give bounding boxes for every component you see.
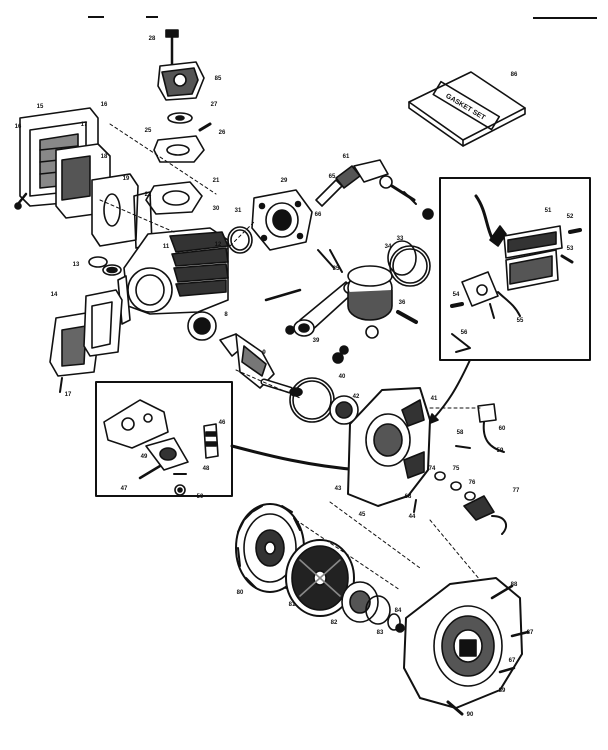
callout-reed: 22 [145,192,152,198]
starter-cup [285,539,355,617]
carburetor-assembly [145,29,212,215]
callout-inset-d: 49 [141,454,148,460]
callout-spacer: 25 [145,128,152,134]
callout-bolt-a: 30 [213,206,220,212]
callout-cap: 67 [509,658,516,664]
callout-piston-ring: 33 [397,236,404,242]
callout-left-screw: 16 [15,124,22,130]
callout-inset-e: 50 [197,494,204,500]
callout-plate-b: 18 [101,154,108,160]
corner-rule-center [146,16,158,18]
callout-gasket-case: 40 [339,374,346,380]
callout-housing-screw: 87 [527,630,534,636]
callout-gasket-small: 19 [123,176,130,182]
crankshaft [187,311,303,397]
callout-bearing: 39 [313,338,320,344]
small-rings-left [88,256,122,276]
switch-parts [434,403,508,535]
callout-wire: 60 [499,426,506,432]
gasket-set-booklet: GASKET SET [408,71,526,147]
callout-reed-gasket: 21 [213,178,220,184]
callout-cyl-left: 13 [73,262,80,268]
callout-housing-b: 90 [467,712,474,718]
callout-cap2: 68 [405,494,412,500]
cylinder [117,226,253,325]
callout-gasket-set: 86 [511,72,518,78]
callout-ign-a: 51 [545,208,552,214]
callout-housing-bolt: 89 [499,688,506,694]
starter-housing [403,577,530,716]
callout-case-right: 41 [431,396,438,402]
left-plates [49,289,123,393]
leader-lower [230,444,362,472]
callout-washer-c: 76 [469,480,476,486]
callout-screw-top: 28 [149,36,156,42]
leader-ignition [433,359,471,419]
callout-spacer-screw: 26 [219,130,226,136]
rod-piston [264,240,431,364]
callout-pulley: 82 [331,620,338,626]
callout-switch: 58 [457,430,464,436]
callout-spring-clip: 77 [513,488,520,494]
callout-cyl: 11 [163,244,170,250]
callout-oring-a: 31 [235,208,242,214]
callout-washer-b: 75 [453,466,460,472]
callout-spark-wire: 66 [315,212,322,218]
callout-inset-a: 46 [219,420,226,426]
pulley [341,581,405,633]
callout-ign-d: 54 [453,292,460,298]
crankcase-flange [251,189,313,251]
corner-rule-right [533,17,597,19]
callout-flange: 29 [281,178,288,184]
corner-rule-left [88,16,104,18]
callout-starter-cup: 81 [289,602,296,608]
callout-piston: 34 [385,244,392,250]
callout-numbers: 28 85 27 25 26 21 22 15 16 17 18 16 19 11 12 13 29 31 30 61… [15,36,574,718]
callout-spark: 61 [343,154,350,160]
callout-head-ring: 12 [215,242,222,248]
ignition-inset [439,177,591,361]
callout-case-bolt: 44 [409,514,416,520]
callout-carb: 85 [215,76,222,82]
callout-inset-c: 48 [203,466,210,472]
crankcase [289,345,431,513]
callout-nut: 84 [395,608,402,614]
callout-housing: 88 [511,582,518,588]
callout-flywheel: 80 [237,590,244,596]
callout-clip: 59 [497,448,504,454]
callout-spark-boot: 65 [329,174,336,180]
callout-plate-a: 17 [81,122,88,128]
callout-washer-a: 74 [429,466,436,472]
reed-covers [14,107,153,249]
spark-plug [315,159,434,220]
callout-rod: 35 [333,266,340,272]
callout-inset-b: 47 [121,486,128,492]
callout-seal: 8 [224,312,228,318]
assembly-lines [99,123,481,591]
callout-ign-e: 55 [517,318,524,324]
callout-ign-f: 56 [461,330,468,336]
callout-muffler: 16 [101,102,108,108]
callout-ign-b: 52 [567,214,574,220]
callout-screw-left: 17 [65,392,72,398]
callout-washer-d: 83 [377,630,384,636]
callout-case-screw: 45 [359,512,366,518]
lower-inset [95,381,233,497]
callout-left-cover: 15 [37,104,44,110]
callout-ign-c: 53 [567,246,574,252]
callout-plate-left: 14 [51,292,58,298]
callout-case: 43 [335,486,342,492]
callout-carb-gasket: 27 [211,102,218,108]
callout-crank: 9 [262,350,266,356]
callout-wristpin: 36 [399,300,406,306]
callout-bearing2: 42 [353,394,360,400]
